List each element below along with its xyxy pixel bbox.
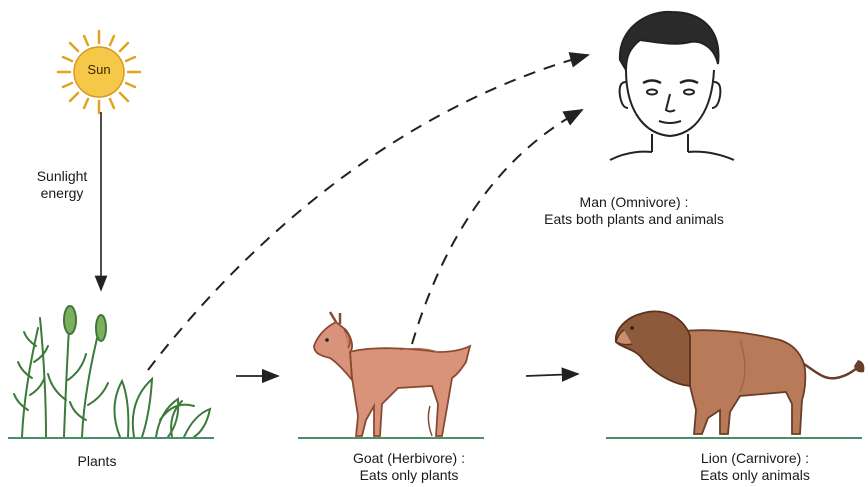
lion-caption-desc: Eats only animals	[648, 467, 862, 484]
plants-label: Plants	[62, 453, 132, 470]
lion-caption-title: Lion (Carnivore) :	[648, 450, 862, 467]
man-caption-title: Man (Omnivore) :	[508, 194, 760, 211]
goat-to-lion-arrow	[526, 374, 578, 376]
man-illustration	[610, 12, 734, 160]
man-caption-desc: Eats both plants and animals	[508, 211, 760, 228]
man-caption: Man (Omnivore) : Eats both plants and an…	[508, 194, 760, 228]
goat-illustration	[314, 312, 470, 436]
lion-caption: Lion (Carnivore) : Eats only animals	[648, 450, 862, 484]
goat-caption: Goat (Herbivore) : Eats only plants	[314, 450, 504, 484]
lion-illustration	[616, 311, 865, 434]
sunlight-label-line2: energy	[22, 185, 102, 202]
sun-label: Sun	[76, 62, 122, 77]
sunlight-label-line1: Sunlight	[22, 168, 102, 185]
plants-illustration	[14, 306, 210, 437]
sunlight-energy-label: Sunlight energy	[22, 168, 102, 202]
goat-caption-title: Goat (Herbivore) :	[314, 450, 504, 467]
goat-caption-desc: Eats only plants	[314, 467, 504, 484]
